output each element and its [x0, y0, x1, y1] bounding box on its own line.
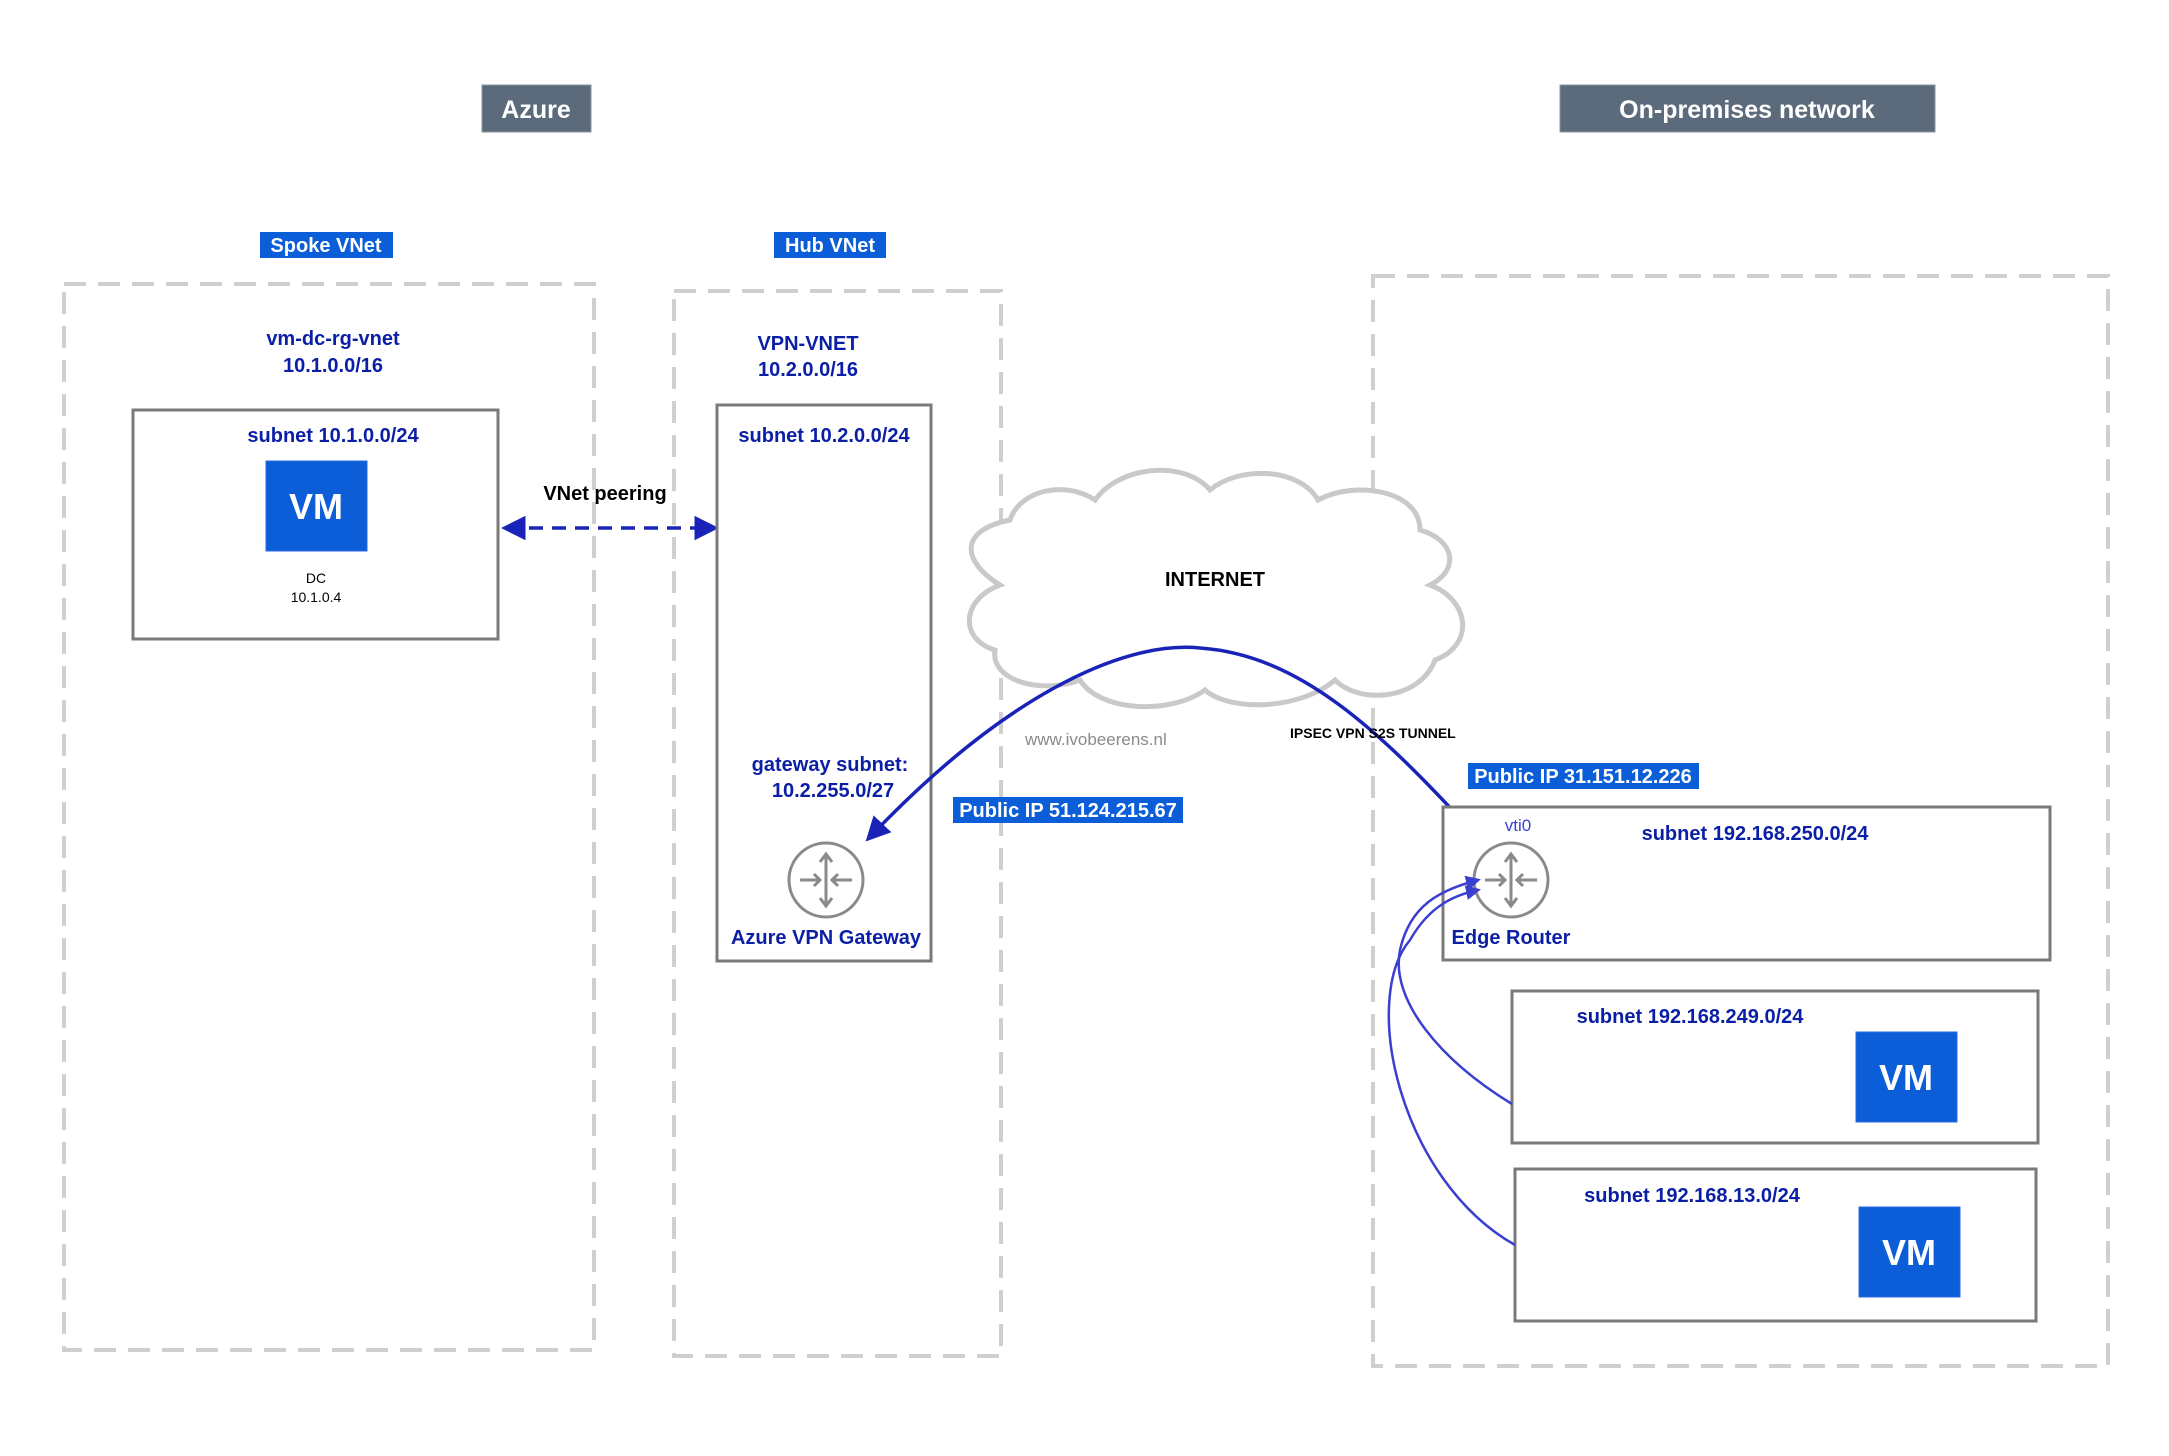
- vti0-label: vti0: [1505, 816, 1531, 835]
- hub-vnet-tag-text: Hub VNet: [785, 235, 875, 257]
- dc-vm-name: DC: [306, 570, 326, 586]
- spoke-vnet-zone: [62, 282, 596, 1352]
- hub-vnet-cidr: 10.2.0.0/16: [758, 359, 858, 381]
- spoke-vnet-tag-text: Spoke VNet: [270, 235, 381, 257]
- onprem-public-ip-tag: Public IP 31.151.12.226: [1468, 763, 1699, 789]
- hub-subnet-label: subnet 10.2.0.0/24: [738, 425, 910, 447]
- subnet-13-label: subnet 192.168.13.0/24: [1584, 1185, 1801, 1207]
- watermark-text: www.ivobeerens.nl: [1024, 730, 1167, 749]
- azure-header: Azure: [481, 84, 592, 133]
- subnet-249-label: subnet 192.168.249.0/24: [1577, 1006, 1805, 1028]
- onprem-header: On-premises network: [1559, 84, 1936, 133]
- onprem-header-text: On-premises network: [1619, 96, 1875, 124]
- edge-router-label: Edge Router: [1452, 927, 1571, 949]
- dc-vm-icon-text: VM: [289, 486, 343, 527]
- dc-vm-icon: VM: [265, 460, 368, 552]
- ipsec-tunnel-label: IPSEC VPN S2S TUNNEL: [1290, 725, 1456, 741]
- azure-public-ip-tag: Public IP 51.124.215.67: [953, 797, 1183, 823]
- spoke-vnet-tag: Spoke VNet: [260, 232, 393, 258]
- ipsec-tunnel-arrow: [865, 645, 1484, 844]
- vnet-peering-label: VNet peering: [543, 483, 666, 505]
- onprem-public-ip-text: Public IP 31.151.12.226: [1474, 766, 1692, 788]
- hub-vnet-name: VPN-VNET: [757, 333, 858, 355]
- internet-label: INTERNET: [1165, 569, 1265, 591]
- azure-header-text: Azure: [501, 96, 571, 124]
- edge-router-icon: [1472, 841, 1550, 919]
- spoke-vnet-cidr: 10.1.0.0/16: [283, 355, 383, 377]
- dc-vm-ip: 10.1.0.4: [291, 589, 342, 605]
- gateway-subnet-cidr: 10.2.255.0/27: [772, 780, 894, 802]
- hub-vnet-tag: Hub VNet: [774, 232, 886, 258]
- gateway-subnet-label: gateway subnet:: [752, 754, 909, 776]
- router-icon: [787, 841, 865, 919]
- vm-13-icon-text: VM: [1882, 1232, 1936, 1273]
- subnet-13-route-line: [1387, 885, 1516, 1247]
- vm-249-icon: VM: [1855, 1031, 1958, 1123]
- spoke-subnet-label: subnet 10.1.0.0/24: [247, 425, 419, 447]
- vm-249-icon-text: VM: [1879, 1057, 1933, 1098]
- internet-cloud: INTERNET: [966, 467, 1465, 710]
- vm-13-icon: VM: [1858, 1206, 1961, 1298]
- azure-public-ip-text: Public IP 51.124.215.67: [959, 800, 1177, 822]
- subnet-250-label: subnet 192.168.250.0/24: [1642, 823, 1870, 845]
- azure-vpn-gateway-label: Azure VPN Gateway: [731, 927, 922, 949]
- spoke-vnet-name: vm-dc-rg-vnet: [266, 328, 400, 350]
